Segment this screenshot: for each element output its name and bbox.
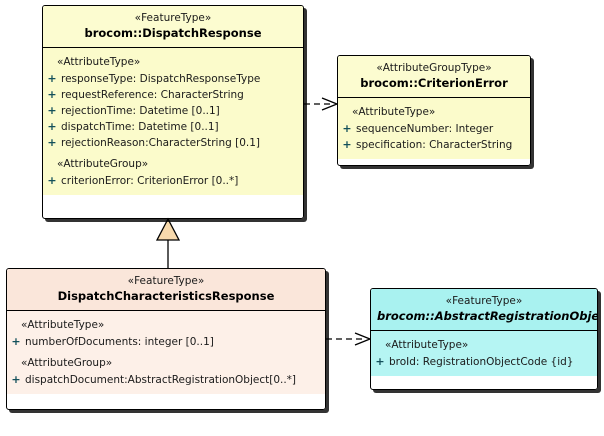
visibility-marker: + (342, 138, 352, 151)
class-stereotype: «FeatureType» (134, 12, 212, 24)
dependency-dispatchresponse-criterionerror (304, 97, 339, 111)
attribute-row: + sequenceNumber: Integer (338, 121, 530, 137)
attribute-row: + rejectionReason:CharacterString [0.1] (43, 135, 303, 151)
attribute-row: + numberOfDocuments: integer [0..1] (7, 334, 325, 350)
class-box-criterion-error[interactable]: «AttributeGroupType» brocom::CriterionEr… (337, 55, 531, 166)
visibility-marker: + (47, 72, 57, 85)
open-arrowhead (321, 97, 339, 111)
visibility-marker: + (375, 355, 385, 368)
attribute-text: dispatchDocument:AbstractRegistrationObj… (25, 374, 297, 386)
attribute-row: + specification: CharacterString (338, 137, 530, 153)
attribute-text: specification: CharacterString (356, 139, 513, 151)
class-stereotype: «FeatureType» (445, 295, 523, 307)
class-header: «FeatureType» brocom::AbstractRegistrati… (371, 289, 597, 331)
compartment-stereotype: «AttributeType» (21, 319, 105, 331)
visibility-marker: + (47, 136, 57, 149)
attribute-text: responseType: DispatchResponseType (61, 73, 261, 85)
class-header: «FeatureType» DispatchCharacteristicsRes… (7, 269, 325, 311)
dependency-dcr-abstractregistrationobject (326, 332, 372, 346)
attribute-row: + rejectionTime: Datetime [0..1] (43, 103, 303, 119)
class-box-abstract-registration-object[interactable]: «FeatureType» brocom::AbstractRegistrati… (370, 288, 598, 390)
visibility-marker: + (11, 335, 21, 348)
class-name: brocom::AbstractRegistrationObject (377, 309, 598, 323)
attribute-text: criterionError: CriterionError [0..*] (61, 175, 239, 187)
hollow-triangle-arrowhead (155, 217, 181, 241)
attribute-text: sequenceNumber: Integer (356, 123, 494, 135)
attribute-row: + dispatchDocument:AbstractRegistrationO… (7, 372, 325, 388)
compartment-stereotype: «AttributeType» (352, 106, 436, 118)
class-header: «FeatureType» brocom::DispatchResponse (43, 6, 303, 48)
visibility-marker: + (47, 174, 57, 187)
class-box-dispatch-characteristics-response[interactable]: «FeatureType» DispatchCharacteristicsRes… (6, 268, 326, 410)
class-body: «AttributeType» + sequenceNumber: Intege… (338, 98, 530, 159)
visibility-marker: + (342, 122, 352, 135)
class-name: brocom::DispatchResponse (84, 26, 262, 40)
visibility-marker: + (11, 373, 21, 386)
class-name: brocom::CriterionError (360, 76, 508, 90)
attribute-row: + requestReference: CharacterString (43, 87, 303, 103)
compartment-stereotype: «AttributeType» (57, 56, 141, 68)
class-stereotype: «FeatureType» (127, 275, 205, 287)
open-arrowhead (354, 332, 372, 346)
attribute-text: numberOfDocuments: integer [0..1] (25, 336, 214, 348)
compartment-stereotype: «AttributeType» (385, 339, 469, 351)
class-body: «AttributeType» + responseType: Dispatch… (43, 48, 303, 195)
class-body: «AttributeType» + broId: RegistrationObj… (371, 331, 597, 376)
attribute-row: + dispatchTime: Datetime [0..1] (43, 119, 303, 135)
visibility-marker: + (47, 104, 57, 117)
class-body: «AttributeType» + numberOfDocuments: int… (7, 311, 325, 394)
attribute-row: + responseType: DispatchResponseType (43, 71, 303, 87)
class-box-dispatch-response[interactable]: «FeatureType» brocom::DispatchResponse «… (42, 5, 304, 219)
attribute-row: + criterionError: CriterionError [0..*] (43, 173, 303, 189)
visibility-marker: + (47, 120, 57, 133)
class-stereotype: «AttributeGroupType» (376, 62, 492, 74)
compartment-stereotype: «AttributeGroup» (21, 357, 113, 369)
attribute-text: broId: RegistrationObjectCode {id} (389, 356, 574, 368)
class-header: «AttributeGroupType» brocom::CriterionEr… (338, 56, 530, 98)
compartment-stereotype: «AttributeGroup» (57, 158, 149, 170)
attribute-text: requestReference: CharacterString (61, 89, 244, 101)
visibility-marker: + (47, 88, 57, 101)
attribute-text: rejectionTime: Datetime [0..1] (61, 105, 220, 117)
attribute-text: dispatchTime: Datetime [0..1] (61, 121, 219, 133)
class-name: DispatchCharacteristicsResponse (57, 289, 275, 303)
attribute-text: rejectionReason:CharacterString [0.1] (61, 137, 261, 149)
generalization-dcr-dispatchresponse (155, 217, 181, 268)
attribute-row: + broId: RegistrationObjectCode {id} (371, 354, 597, 370)
